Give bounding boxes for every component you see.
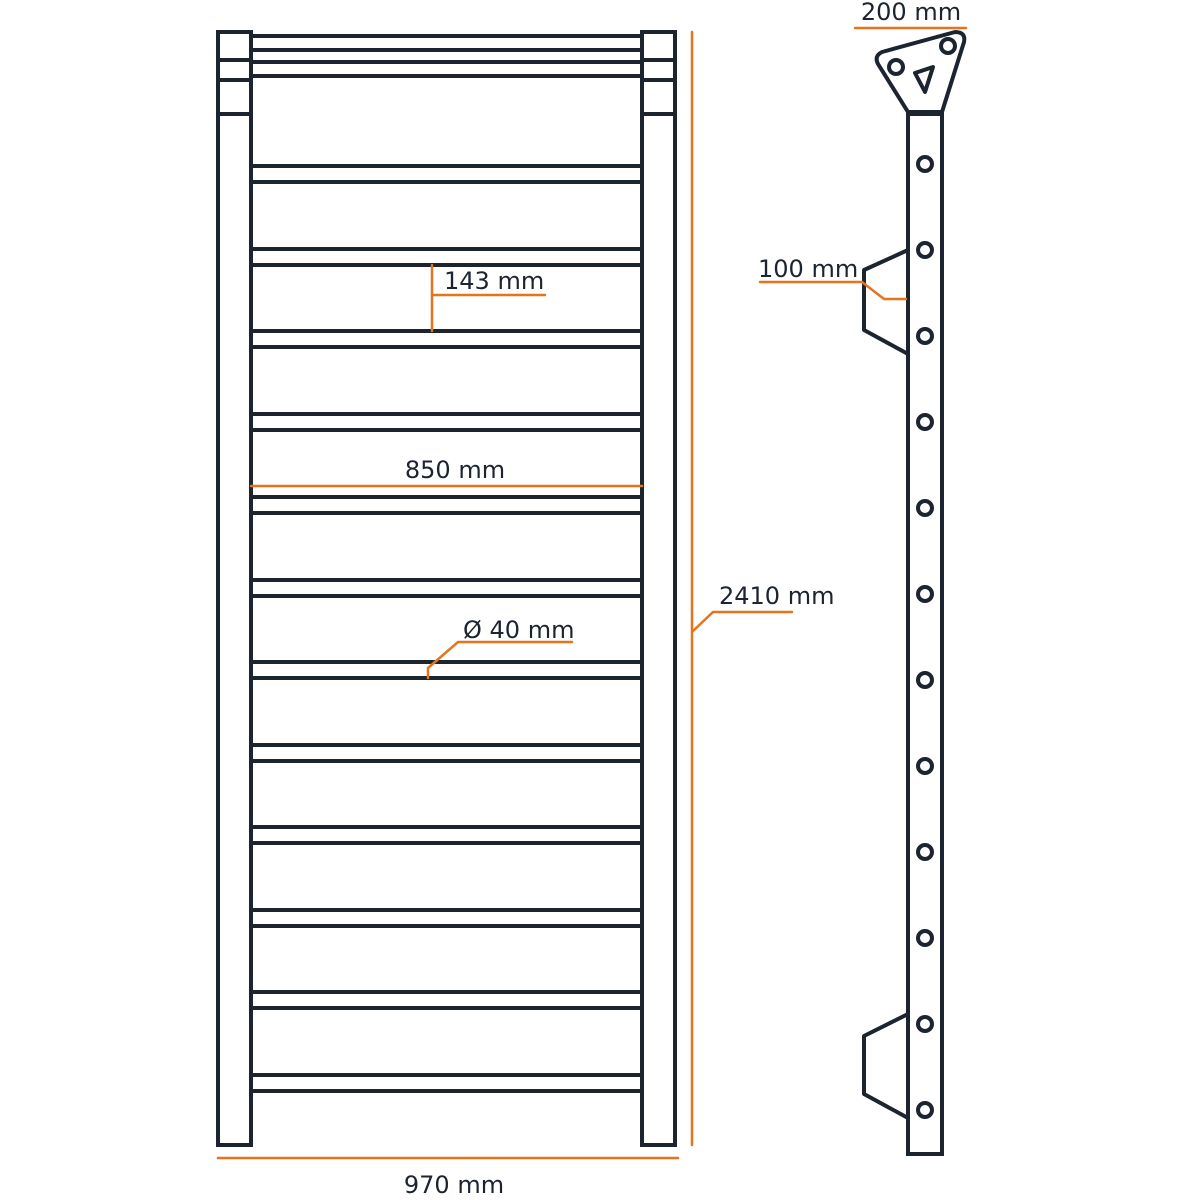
top-rail [249,34,644,52]
rung [249,164,644,184]
left-post [216,30,253,1147]
rung-diameter-label: Ø 40 mm [463,616,574,644]
rung [249,495,644,515]
rung [249,412,644,432]
mounting-slot [913,65,935,94]
rung [249,660,644,680]
rung-diameter-leader [426,640,574,680]
rung-hole [916,499,934,517]
height-label: 2410 mm [719,582,834,610]
rung [249,247,644,267]
rung [249,578,644,598]
rung-hole [916,241,934,259]
side-dimensions: 200 mm 100 mm [758,0,968,301]
rung [249,329,644,349]
lower-wall-bracket [862,1012,909,1120]
front-dimensions: 143 mm 850 mm Ø 40 mm 2410 mm 970 mm [216,30,834,1199]
rung-hole [916,757,934,775]
rung-hole [916,155,934,173]
rung-hole [916,327,934,345]
rung [249,908,644,928]
rung-length-label: 850 mm [405,456,505,484]
rung-hole [916,413,934,431]
mount-depth-label: 200 mm [861,0,961,26]
rung [249,743,644,763]
width-label: 970 mm [404,1171,504,1199]
rung-hole [916,1101,934,1119]
front-view [216,30,677,1147]
rung [249,1073,644,1093]
bracket-depth-leader [758,280,908,301]
top-mounting-plate [874,30,967,114]
rung-hole [916,929,934,947]
rung-hole [916,585,934,603]
bracket-depth-label: 100 mm [758,255,858,283]
side-view [862,30,967,1156]
rung [249,990,644,1010]
mounting-hole [887,58,905,76]
upper-wall-bracket [862,248,909,356]
side-post [906,112,944,1156]
rung-hole [916,843,934,861]
rung-spacing-label: 143 mm [444,267,544,295]
rung-hole [916,671,934,689]
rung-hole [916,1015,934,1033]
top-rail [249,60,644,78]
rung [249,825,644,845]
height-leader [690,610,794,634]
right-post [640,30,677,1147]
mounting-hole [939,37,957,55]
